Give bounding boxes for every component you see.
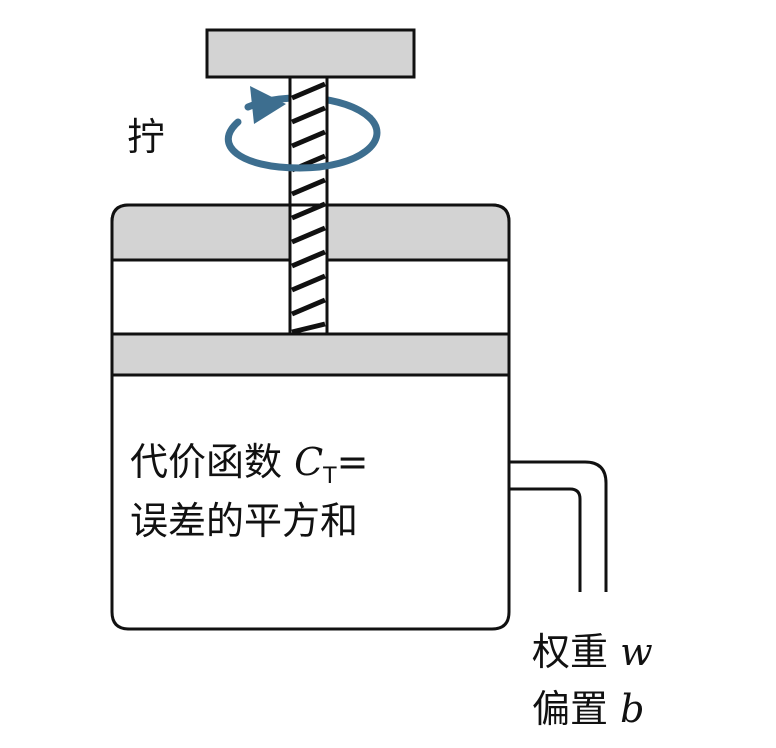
- output-pipe: [509, 460, 608, 592]
- weight-symbol: w: [620, 630, 653, 674]
- cost-equals: =: [337, 440, 369, 484]
- cost-function-line2: 误差的平方和: [130, 499, 358, 543]
- bias-symbol: b: [620, 687, 644, 731]
- cost-subscript: T: [322, 464, 337, 489]
- rotation-arrow-front: [224, 114, 381, 172]
- handle-plate: [205, 28, 416, 79]
- cost-symbol: C: [294, 440, 323, 484]
- twist-label: 拧: [127, 115, 165, 159]
- rotation-arrowhead: [250, 86, 286, 124]
- cost-function-label: 代价函数: [130, 440, 294, 484]
- press-plate: [110, 332, 511, 377]
- cost-function-line1: 代价函数 CT=: [130, 440, 368, 489]
- weight-label: 权重 w: [532, 630, 653, 674]
- bias-label: 偏置 b: [532, 687, 644, 731]
